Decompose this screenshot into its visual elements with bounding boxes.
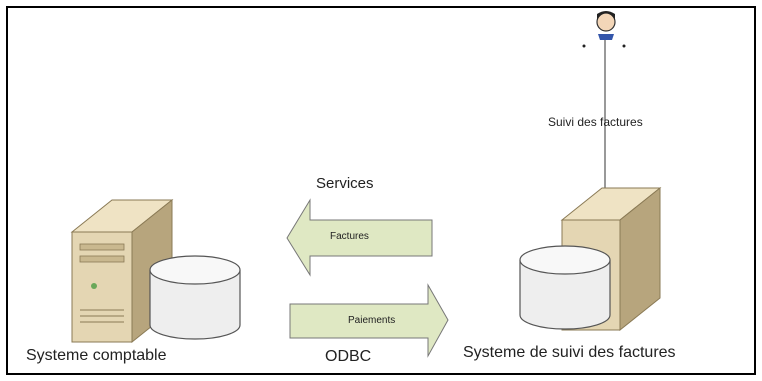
diagram-frame [6,6,756,375]
right-arrow-text: Paiements [348,315,396,326]
services-label: Services [316,175,374,192]
right-database-icon [519,245,611,330]
user-icon [582,11,626,48]
left-database-icon [149,255,241,340]
user-caption: Suivi des factures [548,115,643,129]
left-arrow [286,198,433,277]
right-system-label: Systeme de suivi des factures [463,344,676,361]
odbc-label: ODBC [325,348,372,365]
left-system-label: Systeme comptable [26,347,167,364]
right-arrow [289,283,449,358]
left-arrow-text: Factures [330,231,369,242]
